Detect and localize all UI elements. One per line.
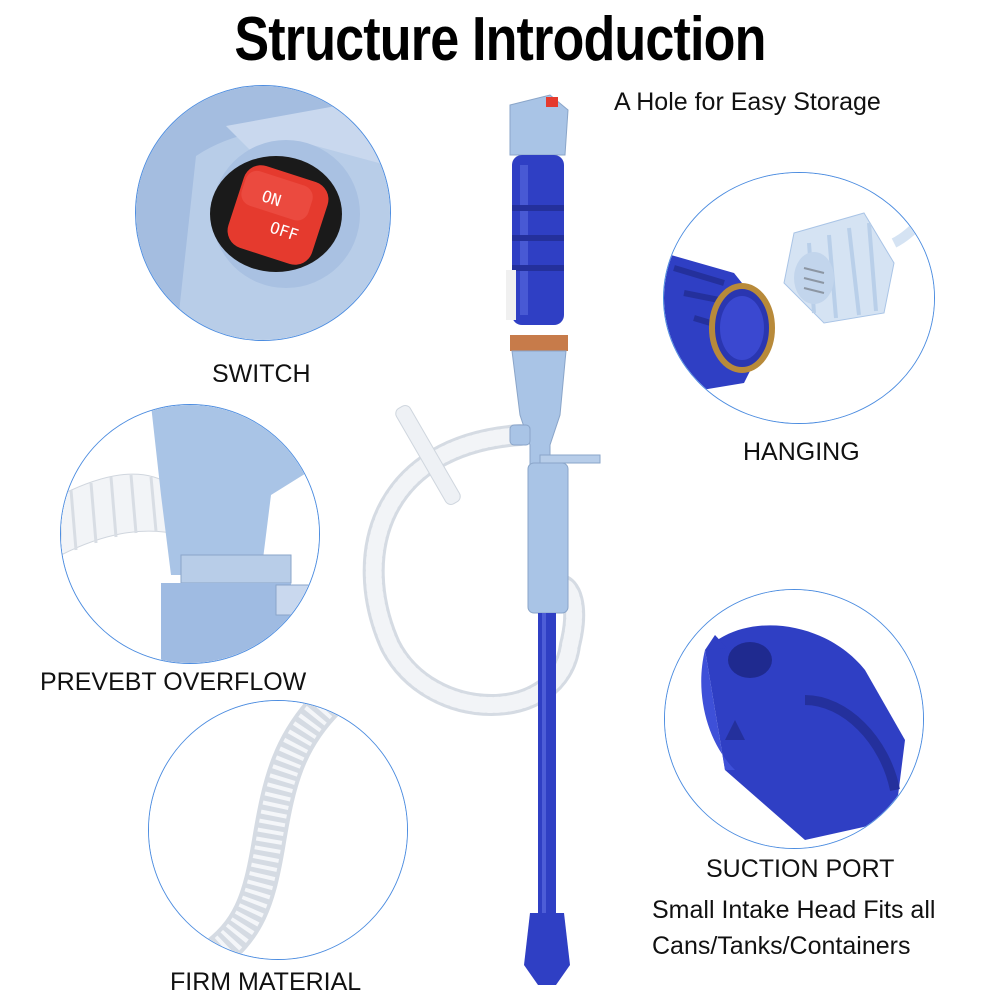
hanging-detail-circle [663, 172, 935, 424]
firm-material-detail-circle [148, 700, 408, 960]
suction-label: SUCTION PORT [706, 855, 895, 883]
page-title: Structure Introduction [234, 5, 766, 74]
hanging-label: HANGING [743, 438, 860, 466]
suction-detail-circle [664, 589, 924, 849]
switch-detail-circle: ON OFF [135, 85, 391, 341]
firm-material-label: FIRM MATERIAL [170, 968, 362, 996]
overflow-detail-circle [60, 404, 320, 664]
suction-desc-line-2: Cans/Tanks/Containers [652, 932, 911, 960]
pump-illustration [360, 85, 620, 995]
switch-label: SWITCH [212, 360, 311, 388]
overflow-label: PREVEBT OVERFLOW [40, 668, 307, 696]
storage-label: A Hole for Easy Storage [614, 88, 881, 116]
suction-desc-line-1: Small Intake Head Fits all [652, 896, 936, 924]
